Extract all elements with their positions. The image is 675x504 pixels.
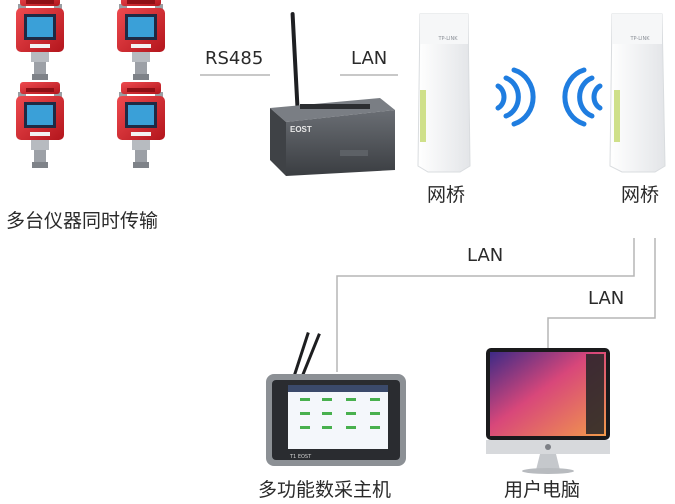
connection-lines [200, 74, 656, 372]
wifi-signal-icon [562, 67, 603, 127]
apple-logo-icon [545, 444, 551, 450]
pc-caption: 用户电脑 [504, 479, 581, 501]
gas-detector [16, 82, 64, 168]
data-gateway: EOST [270, 12, 395, 176]
gas-detector [117, 0, 165, 80]
data-acquisition-host: T1 EOST [266, 332, 406, 466]
lan-top-label: LAN [351, 48, 388, 69]
antenna [290, 12, 300, 108]
host-caption: 多功能数采主机 [258, 479, 392, 501]
antenna [299, 333, 321, 381]
rs485-label: RS485 [205, 48, 264, 69]
lan-pc-line [547, 238, 656, 348]
gas-detector [16, 0, 64, 80]
bridge-brand: TP-LINK [629, 36, 650, 42]
gas-detector [117, 82, 165, 168]
bridge-brand: TP-LINK [437, 36, 458, 42]
bridge-right-label: 网桥 [621, 184, 660, 206]
bridge-left-label: 网桥 [427, 184, 466, 206]
antenna [291, 332, 310, 381]
gateway-brand: EOST [290, 125, 312, 134]
wireless-bridge-left: TP-LINK [417, 13, 471, 173]
lan-right-label: LAN [588, 288, 625, 309]
wifi-signal-icon [495, 67, 536, 127]
user-computer [486, 348, 610, 474]
lan-mid-label: LAN [467, 245, 504, 266]
host-model: T1 EOST [289, 454, 312, 460]
sensors-caption: 多台仪器同时传输 [6, 210, 159, 232]
gas-detector-group [16, 0, 165, 168]
wireless-bridge-right: TP-LINK [609, 13, 666, 173]
lan-host-line [336, 238, 635, 372]
